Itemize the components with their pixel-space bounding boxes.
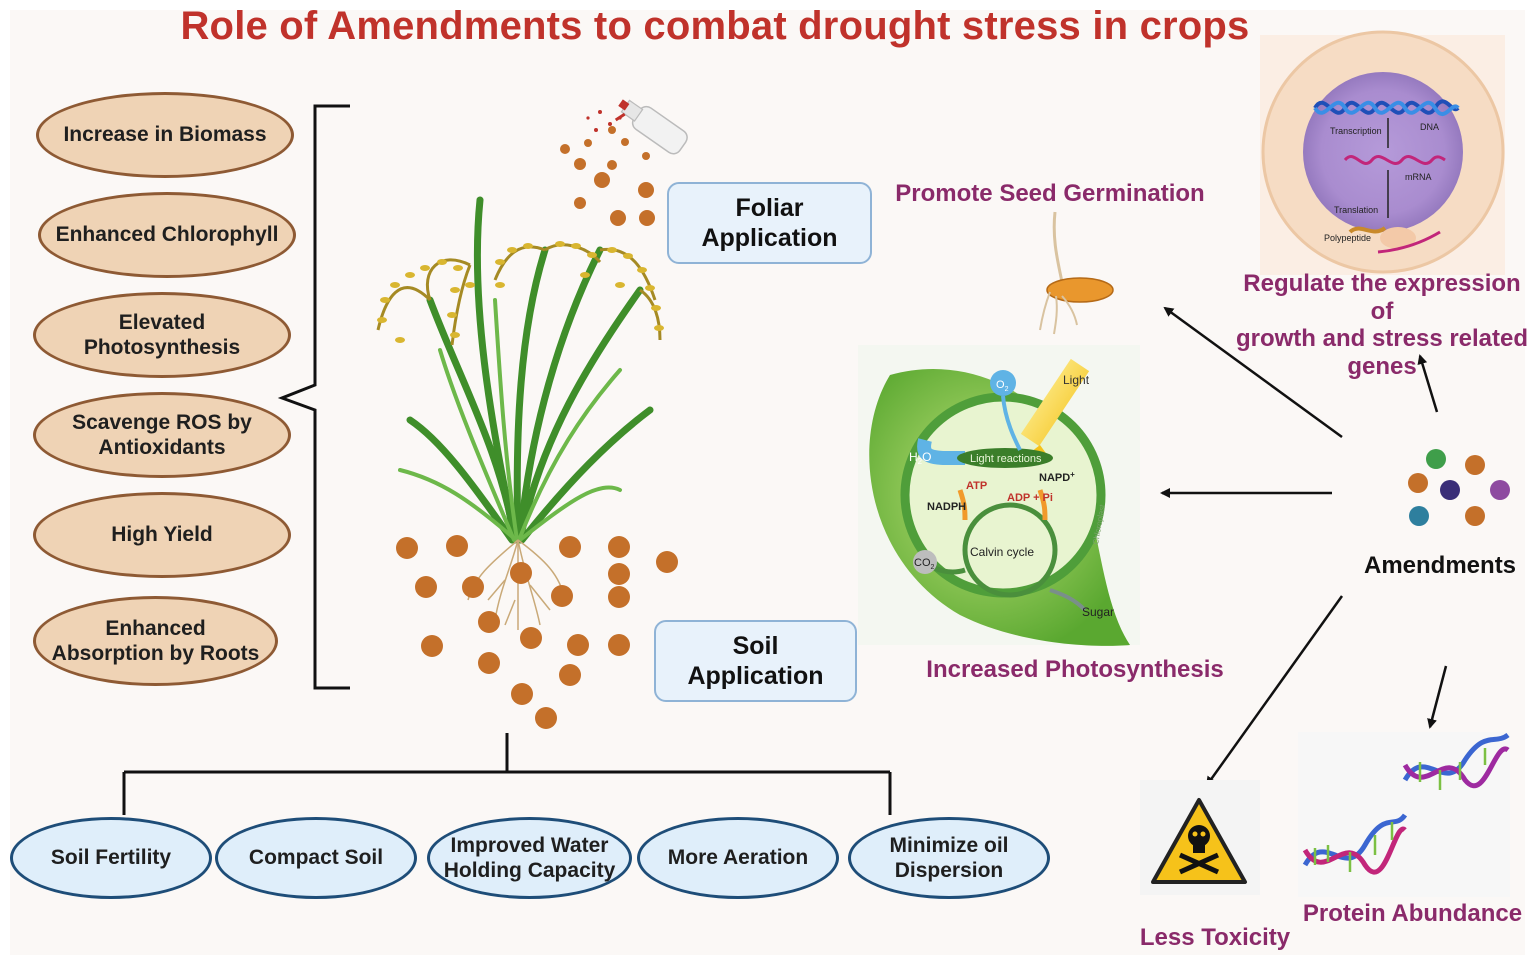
soil-granules	[396, 535, 678, 729]
foliar-application-box: Foliar Application	[667, 182, 872, 264]
amendments-particles	[1408, 449, 1510, 526]
soil-application-box: Soil Application	[654, 620, 857, 702]
amendments-label: Amendments	[1364, 552, 1517, 579]
light-reactions-label: Light reactions	[970, 453, 1042, 465]
rice-plant-illustration	[376, 196, 664, 630]
polypeptide-label: Polypeptide	[1324, 233, 1371, 243]
dna-label: DNA	[1420, 122, 1439, 132]
germinating-seed-icon	[1039, 211, 1114, 335]
benefit-elevated-photosynthesis: Elevated Photosynthesis	[33, 292, 291, 378]
benefits-bracket	[277, 104, 350, 690]
soil-effect-compact-soil: Compact Soil	[215, 817, 417, 899]
dna-helix-icon	[1298, 732, 1510, 897]
protein-abundance-label: Protein Abundance	[1302, 900, 1523, 927]
nadph-label: NADPH	[927, 501, 966, 513]
gene-expression-label: Regulate the expression of growth and st…	[1235, 270, 1529, 380]
toxicity-warning-icon	[1140, 780, 1260, 895]
benefit-enhanced-chlorophyll: Enhanced Chlorophyll	[38, 192, 296, 278]
translation-label: Translation	[1334, 205, 1378, 215]
mrna-label: mRNA	[1405, 172, 1432, 182]
less-toxicity-label: Less Toxicity	[1139, 924, 1291, 951]
benefit-high-yield: High Yield	[33, 492, 291, 578]
o2-label: O2	[996, 379, 1009, 393]
seed-germination-label: Promote Seed Germination	[895, 180, 1205, 207]
soil-effect-aeration: More Aeration	[637, 817, 839, 899]
outcome-arrows	[1160, 306, 1448, 787]
benefit-enhanced-absorption: Enhanced Absorption by Roots	[33, 596, 278, 686]
soil-effect-minimize-dispersion: Minimize oil Dispersion	[848, 817, 1050, 899]
transcription-label: Transcription	[1330, 126, 1382, 136]
photosynthesis-figure: Light O2 H2O Light reactions NAPD+ ATP A…	[858, 345, 1140, 646]
soil-effect-water-holding: Improved Water Holding Capacity	[427, 817, 632, 899]
foliar-granules	[560, 126, 655, 226]
h2o-label: H2O	[909, 450, 931, 466]
spray-bottle-icon	[614, 99, 688, 155]
calvin-cycle-label: Calvin cycle	[970, 545, 1034, 559]
soil-effect-fertility: Soil Fertility	[10, 817, 212, 899]
diagram-title: Role of Amendments to combat drought str…	[180, 4, 1250, 48]
cell-gene-expression-figure: Transcription DNA mRNA Translation Polyp…	[1260, 30, 1505, 275]
co2-label: CO2	[914, 557, 935, 571]
sugar-label: Sugar	[1082, 605, 1114, 619]
soil-effects-connector	[122, 733, 892, 815]
atp-label: ATP	[966, 480, 987, 492]
benefit-increase-in-biomass: Increase in Biomass	[36, 92, 294, 178]
benefit-scavenge-ros: Scavenge ROS by Antioxidants	[33, 392, 291, 478]
napd-label: NAPD+	[1039, 470, 1075, 484]
spray-droplets	[586, 110, 622, 132]
increased-photosynthesis-label: Increased Photosynthesis	[926, 656, 1224, 683]
adp-label: ADP + Pi	[1007, 492, 1053, 504]
light-label: Light	[1063, 373, 1090, 387]
